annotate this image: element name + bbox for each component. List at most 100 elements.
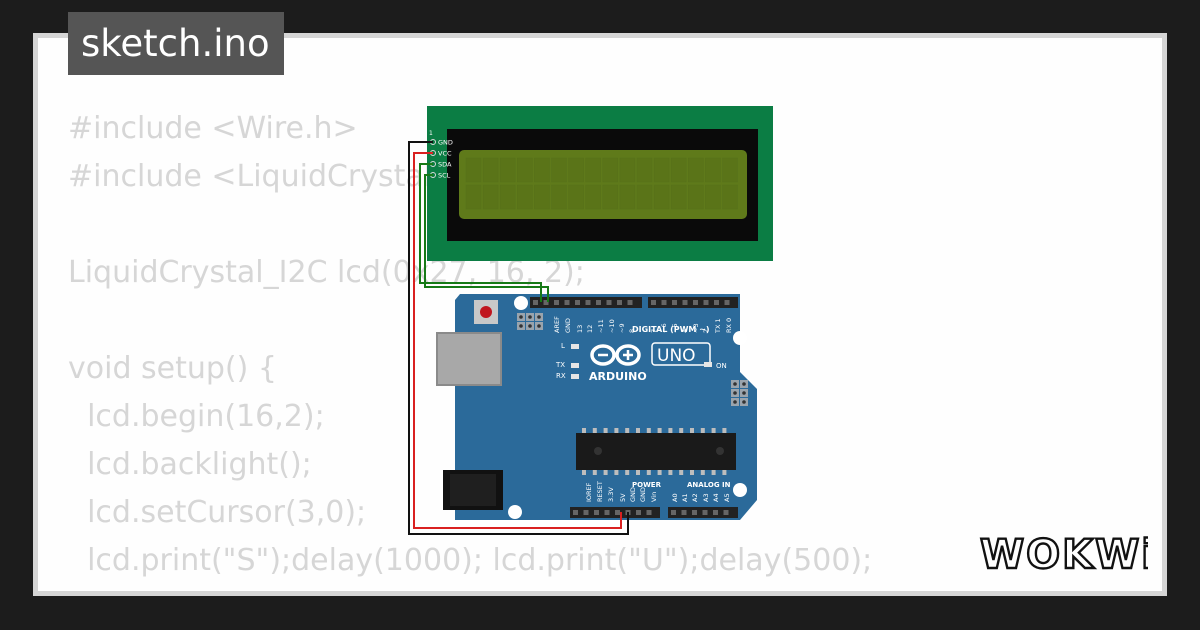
led-label: L xyxy=(561,342,565,350)
header-pin[interactable] xyxy=(617,300,622,305)
power-pin-label: IOREF xyxy=(585,482,593,502)
header-pin[interactable] xyxy=(702,510,708,515)
header-pin[interactable] xyxy=(606,300,612,305)
mounting-hole xyxy=(508,505,522,519)
lcd-cell xyxy=(688,184,704,210)
digital-pin-label: 12 xyxy=(586,325,594,333)
power-pin-label: GND xyxy=(629,487,637,502)
header-pin[interactable] xyxy=(585,300,591,305)
header-pin[interactable] xyxy=(646,510,652,515)
icsp-header xyxy=(517,313,543,330)
lcd-cell xyxy=(517,184,533,210)
led-label: RX xyxy=(556,372,566,380)
icsp-header xyxy=(731,380,748,406)
digital-pin-label: ~9 xyxy=(618,323,626,333)
lcd-cell xyxy=(705,157,721,183)
code-line[interactable]: void setup() { xyxy=(68,351,277,386)
header-pin[interactable] xyxy=(583,510,589,515)
header-pin[interactable] xyxy=(636,510,641,515)
lcd-cell xyxy=(585,184,601,210)
header-pin[interactable] xyxy=(681,510,687,515)
header-pin[interactable] xyxy=(596,300,601,305)
header-pin[interactable] xyxy=(575,300,580,305)
header-pin[interactable] xyxy=(615,510,620,515)
status-led xyxy=(571,374,579,379)
power-pin-label: A1 xyxy=(681,493,689,502)
status-led xyxy=(571,363,579,368)
lcd-cell xyxy=(722,157,738,183)
pin-one-marker: 1 xyxy=(429,130,433,137)
header-pin[interactable] xyxy=(661,300,667,305)
lcd-pin-label: VCC xyxy=(438,150,452,158)
digital-pin-label: AREF xyxy=(553,316,561,333)
lcd-pin-label: SCL xyxy=(438,172,451,180)
code-line[interactable]: #include <Wire.h> xyxy=(68,111,358,146)
reset-button-cap[interactable] xyxy=(480,306,492,318)
header-pin[interactable] xyxy=(594,510,599,515)
header-pin[interactable] xyxy=(703,300,709,305)
header-pin[interactable] xyxy=(672,300,677,305)
header-pin[interactable] xyxy=(573,510,578,515)
lcd-cell xyxy=(551,184,567,210)
code-line[interactable]: lcd.backlight(); xyxy=(68,447,312,482)
power-section-label: POWER xyxy=(632,481,662,489)
code-line[interactable]: lcd.setCursor(3,0); xyxy=(68,495,367,530)
lcd-cell xyxy=(619,157,636,183)
usb-port xyxy=(437,333,501,385)
lcd-character-grid xyxy=(465,157,738,210)
header-pin[interactable] xyxy=(714,300,719,305)
mounting-hole xyxy=(514,296,528,310)
digital-section-label: DIGITAL (PWM ~) xyxy=(632,325,710,334)
on-led-label: ON xyxy=(716,362,727,370)
lcd-cell xyxy=(499,184,516,210)
digital-pin-label: ~11 xyxy=(597,319,605,333)
lcd-cell xyxy=(482,184,499,210)
lcd-cell xyxy=(670,184,687,210)
header-pin[interactable] xyxy=(543,300,549,305)
header-pin[interactable] xyxy=(723,510,729,515)
header-pin[interactable] xyxy=(533,300,538,305)
lcd-cell xyxy=(585,157,601,183)
digital-pin-label: 7 xyxy=(650,329,658,333)
code-line[interactable]: lcd.begin(16,2); xyxy=(68,399,325,434)
lcd-cell xyxy=(705,184,721,210)
header-pin[interactable] xyxy=(651,300,656,305)
header-pin[interactable] xyxy=(693,300,698,305)
header-pin[interactable] xyxy=(713,510,718,515)
header-pin[interactable] xyxy=(671,510,676,515)
header-pin[interactable] xyxy=(682,300,688,305)
digital-pin-label: ~10 xyxy=(608,319,616,333)
header-pin[interactable] xyxy=(692,510,697,515)
wire-scl xyxy=(424,174,549,302)
lcd-cell xyxy=(534,184,550,210)
power-pin-label: A5 xyxy=(723,493,731,502)
digital-pin-label: TX 1 xyxy=(714,318,722,334)
header-pin[interactable] xyxy=(564,300,570,305)
header-pin[interactable] xyxy=(554,300,559,305)
file-tab[interactable]: sketch.ino xyxy=(68,12,284,75)
power-pin-label: RESET xyxy=(596,481,604,502)
code-line[interactable]: lcd.print("S");delay(1000); lcd.print("U… xyxy=(68,543,873,578)
arduino-brand-text: ARDUINO xyxy=(589,370,647,383)
lcd-cell xyxy=(534,157,550,183)
power-pin-label: Vin xyxy=(650,492,658,502)
lcd-cell xyxy=(568,157,584,183)
wire-sda xyxy=(419,163,542,302)
header-pin[interactable] xyxy=(627,300,633,305)
header-pin[interactable] xyxy=(604,510,610,515)
lcd-cell xyxy=(551,157,567,183)
power-pin-label: A0 xyxy=(671,493,679,502)
header-pin[interactable] xyxy=(724,300,730,305)
digital-pin-label: GND xyxy=(564,318,572,333)
analog-section-label: ANALOG IN xyxy=(687,481,731,489)
lcd-cell xyxy=(499,157,516,183)
model-badge xyxy=(651,342,711,366)
mounting-hole xyxy=(733,331,747,345)
lcd-cell xyxy=(619,184,636,210)
lcd-cell xyxy=(465,157,482,183)
